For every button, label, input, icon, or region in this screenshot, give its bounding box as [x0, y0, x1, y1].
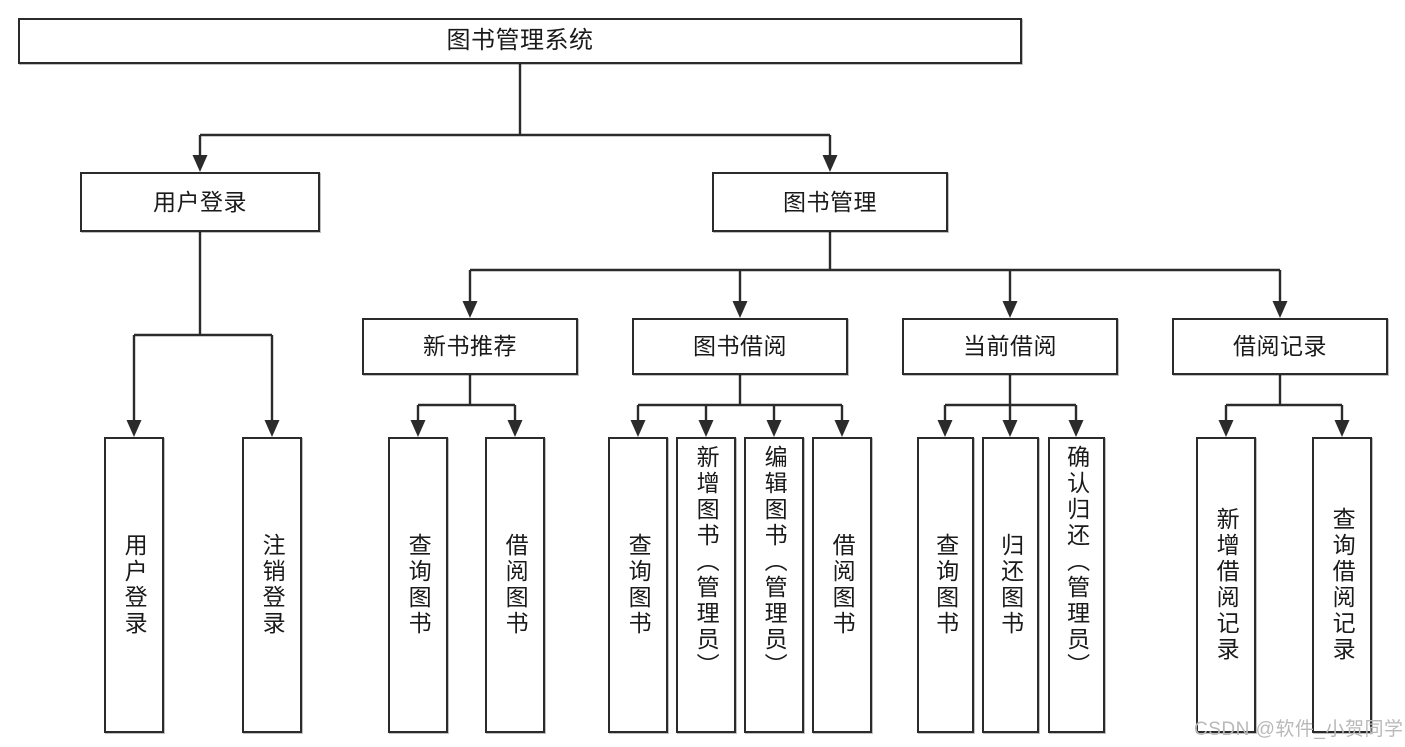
node-level2-2[interactable]: 当前借阅 — [902, 318, 1118, 375]
arrowhead — [630, 420, 646, 437]
node-label: 图书管理系统 — [446, 27, 594, 54]
arrowhead — [1002, 420, 1018, 437]
node-label: 当前借阅 — [963, 333, 1057, 360]
node-label: 新增图书（管理员） — [693, 445, 720, 679]
node-level1-0[interactable]: 用户登录 — [80, 172, 320, 232]
arrowhead — [766, 420, 782, 437]
node-label: 图书管理 — [783, 188, 877, 215]
node-leaf-3[interactable]: 借阅图书 — [485, 437, 545, 733]
node-leaf-0[interactable]: 用户登录 — [104, 437, 164, 733]
arrowhead — [822, 155, 838, 172]
node-leaf-9[interactable]: 归还图书 — [982, 437, 1039, 733]
node-label: 借阅图书 — [829, 533, 856, 637]
node-label: 查询图书 — [625, 533, 652, 637]
arrowhead — [264, 420, 280, 437]
node-label: 用户登录 — [153, 188, 247, 215]
connector-login-to-leaves — [132, 232, 274, 427]
arrowhead — [698, 420, 714, 437]
node-label: 图书借阅 — [693, 333, 787, 360]
arrowhead — [834, 420, 850, 437]
connector-current-to-leaves — [943, 375, 1078, 427]
node-label: 借阅记录 — [1233, 333, 1327, 360]
connector-borrow-to-leaves — [636, 375, 844, 427]
node-level2-0[interactable]: 新书推荐 — [362, 318, 578, 375]
arrowhead — [462, 301, 478, 318]
node-leaf-5[interactable]: 新增图书（管理员） — [676, 437, 736, 733]
arrowhead — [937, 420, 953, 437]
node-leaf-7[interactable]: 借阅图书 — [812, 437, 872, 733]
node-label: 用户登录 — [121, 533, 148, 637]
node-label: 查询图书 — [932, 533, 959, 637]
node-label: 借阅图书 — [502, 533, 529, 637]
arrowhead — [507, 420, 523, 437]
node-label: 编辑图书（管理员） — [761, 445, 788, 679]
node-label: 新书推荐 — [423, 333, 517, 360]
arrowhead — [1218, 420, 1234, 437]
node-label: 查询图书 — [405, 533, 432, 637]
connector-bookmgmt-to-l2 — [468, 232, 1282, 308]
node-label: 查询借阅记录 — [1329, 507, 1356, 663]
node-label: 注销登录 — [259, 533, 286, 637]
connector-root-to-l1 — [198, 64, 832, 162]
arrowhead — [732, 301, 748, 318]
arrowhead — [410, 420, 426, 437]
arrowhead — [192, 155, 208, 172]
node-leaf-8[interactable]: 查询图书 — [917, 437, 974, 733]
node-leaf-2[interactable]: 查询图书 — [388, 437, 448, 733]
connector-newbook-to-leaves — [416, 375, 517, 427]
node-leaf-4[interactable]: 查询图书 — [608, 437, 668, 733]
node-label: 归还图书 — [997, 533, 1024, 637]
node-label: 新增借阅记录 — [1213, 507, 1240, 663]
node-level1-1[interactable]: 图书管理 — [712, 172, 948, 232]
arrowhead — [1334, 420, 1350, 437]
arrowhead — [1272, 301, 1288, 318]
node-level2-3[interactable]: 借阅记录 — [1172, 318, 1388, 375]
node-root[interactable]: 图书管理系统 — [18, 18, 1022, 64]
arrowhead — [126, 420, 142, 437]
node-leaf-1[interactable]: 注销登录 — [242, 437, 302, 733]
connector-record-to-leaves — [1224, 375, 1344, 427]
node-leaf-11[interactable]: 新增借阅记录 — [1196, 437, 1256, 733]
node-leaf-10[interactable]: 确认归还（管理员） — [1048, 437, 1105, 733]
arrowhead — [1068, 420, 1084, 437]
node-level2-1[interactable]: 图书借阅 — [632, 318, 848, 375]
node-label: 确认归还（管理员） — [1063, 445, 1090, 679]
node-leaf-12[interactable]: 查询借阅记录 — [1312, 437, 1372, 733]
node-leaf-6[interactable]: 编辑图书（管理员） — [744, 437, 804, 733]
arrowhead — [1002, 301, 1018, 318]
